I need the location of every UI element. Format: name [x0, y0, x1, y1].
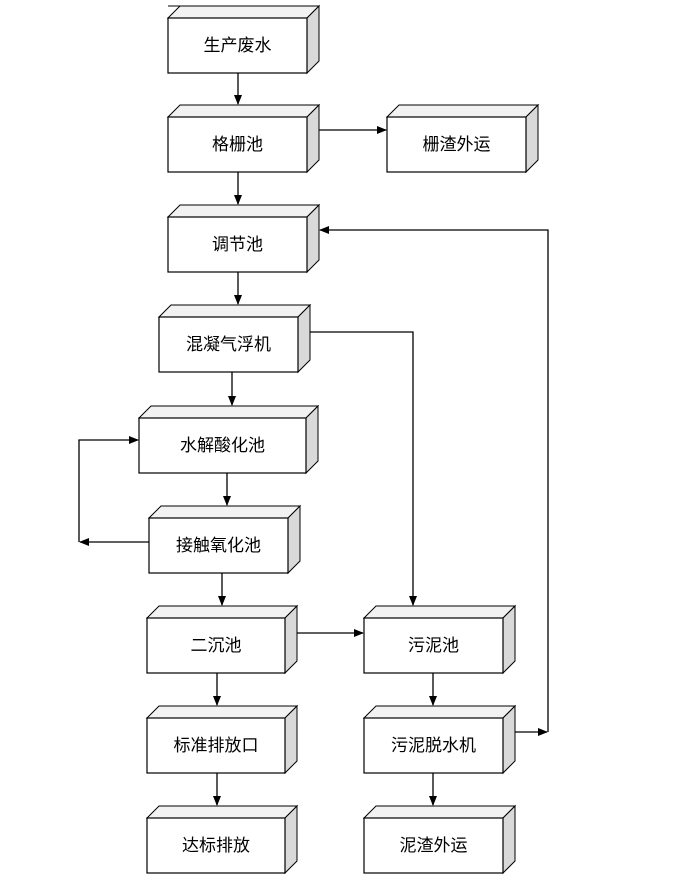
box-secondary-settling: 二沉池: [145, 604, 299, 675]
box-screen: 格栅池: [166, 103, 321, 174]
compliant-discharge-label: 达标排放: [182, 836, 250, 856]
box-contact-oxidation: 接触氧化池: [147, 504, 302, 575]
box-discharge-outlet: 标准排放口: [145, 704, 299, 775]
box-wastewater: 生产废水: [166, 4, 321, 75]
arrow-return-to-hydrolysis: [78, 436, 139, 542]
screen-label: 格栅池: [212, 135, 263, 155]
flotation-label: 混凝气浮机: [186, 335, 271, 355]
box-sludge-tank: 污泥池: [362, 604, 517, 675]
arrow-return-to-equalization: [319, 226, 549, 732]
equalization-label: 调节池: [212, 235, 263, 255]
box-screenings: 栅渣外运: [385, 103, 540, 174]
box-equalization: 调节池: [166, 203, 321, 274]
sludge-tank-label: 污泥池: [408, 636, 459, 656]
contact-oxidation-label: 接触氧化池: [176, 536, 261, 556]
box-flotation: 混凝气浮机: [157, 303, 312, 374]
arrow-flotation-to-sludge-tank: [310, 331, 417, 606]
sludge-cake-label: 泥渣外运: [400, 836, 468, 856]
screenings-label: 栅渣外运: [423, 135, 491, 155]
wastewater-label: 生产废水: [204, 36, 272, 56]
box-sludge-cake: 泥渣外运: [362, 804, 517, 875]
box-compliant-discharge: 达标排放: [145, 804, 299, 875]
secondary-settling-label: 二沉池: [191, 636, 242, 656]
dewatering-label: 污泥脱水机: [391, 736, 476, 756]
hydrolysis-label: 水解酸化池: [180, 436, 265, 456]
discharge-outlet-label: 标准排放口: [174, 736, 259, 756]
box-hydrolysis: 水解酸化池: [137, 404, 320, 475]
box-dewatering: 污泥脱水机: [362, 704, 517, 775]
